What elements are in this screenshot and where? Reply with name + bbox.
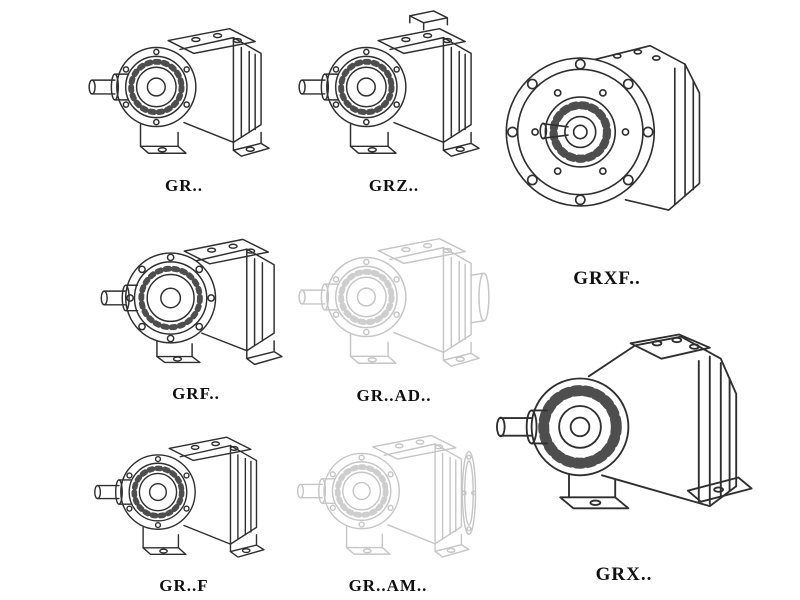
product-label-grx: GRX.. bbox=[595, 564, 653, 585]
grz-gearbox-drawing bbox=[290, 10, 498, 172]
gr-gearbox-drawing bbox=[80, 4, 288, 172]
product-label-gr: GR.. bbox=[165, 176, 203, 195]
gr-ad-gearbox-drawing bbox=[292, 214, 490, 382]
product-grx: GRX.. bbox=[492, 302, 756, 586]
grxf-gearbox-drawing bbox=[494, 6, 720, 258]
product-gr-am: GR..AM.. bbox=[286, 412, 490, 596]
grf-gearbox-drawing bbox=[92, 214, 300, 380]
product-gr: GR.. bbox=[80, 4, 288, 196]
product-label-gr-ad: GR..AD.. bbox=[356, 386, 432, 405]
product-label-grxf: GRXF.. bbox=[573, 268, 641, 289]
product-label-grz: GRZ.. bbox=[368, 176, 420, 195]
grx-gearbox-drawing bbox=[492, 302, 756, 554]
product-gr-ad: GR..AD.. bbox=[292, 214, 496, 406]
product-label-gr-f: GR..F bbox=[159, 576, 209, 595]
gr-am-gearbox-drawing bbox=[286, 412, 477, 572]
product-label-grf: GRF.. bbox=[172, 384, 220, 403]
gr-f-gearbox-drawing bbox=[80, 414, 288, 572]
product-gr-f: GR..F bbox=[80, 414, 288, 596]
product-grz: GRZ.. bbox=[290, 4, 498, 196]
product-grxf: GRXF.. bbox=[494, 6, 720, 290]
product-label-gr-am: GR..AM.. bbox=[348, 576, 428, 595]
product-grf: GRF.. bbox=[92, 214, 300, 404]
